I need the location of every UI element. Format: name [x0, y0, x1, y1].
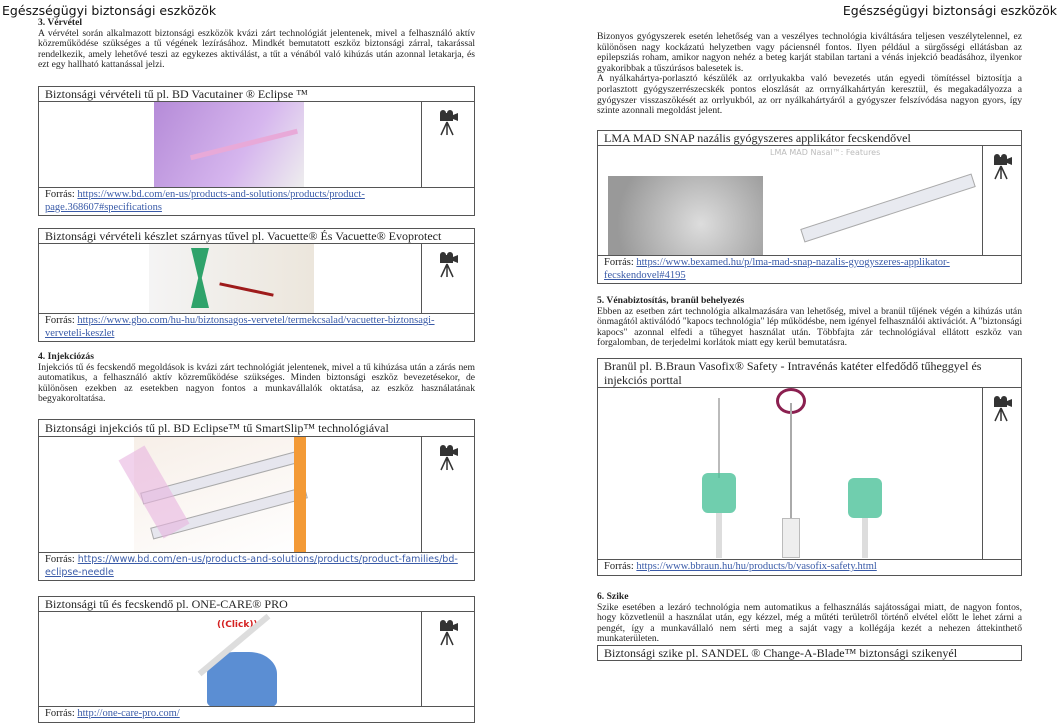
figure-source: Forrás: https://www.bbraun.hu/hu/product… [598, 560, 1021, 575]
video-camera-icon[interactable] [422, 102, 474, 187]
source-link[interactable]: https://www.bbraun.hu/hu/products/b/vaso… [636, 561, 877, 572]
figure-image [39, 244, 422, 313]
figure-title: Biztonsági tű és fecskendő pl. ONE-CARE®… [39, 597, 474, 612]
video-camera-icon[interactable] [422, 244, 474, 313]
figure-box-sandel: Biztonsági szike pl. SANDEL ® Change-A-B… [597, 645, 1022, 661]
figure-title: Biztonsági vérvételi készlet szárnyas tű… [39, 229, 474, 244]
page-header-left: Egészségügyi biztonsági eszközök [2, 3, 217, 18]
section-text: Szike esetében a lezáró technológia nem … [597, 601, 1022, 645]
figure-image: ((Click)) [39, 612, 422, 706]
video-camera-icon[interactable] [983, 388, 1021, 559]
source-label: Forrás: [45, 189, 75, 200]
section-branul: 5. Vénabiztosítás, branül behelyezés Ebb… [597, 295, 1022, 349]
source-label: Forrás: [45, 554, 75, 565]
image-caption-features: LMA MAD Nasal™: Features [770, 148, 881, 157]
image-caption-click: ((Click)) [217, 620, 258, 630]
figure-box-lma-mad: LMA MAD SNAP nazális gyógyszeres appliká… [597, 130, 1022, 284]
section-text: A nyálkahártya-porlasztó készülék az orr… [597, 73, 1022, 117]
section-vervetel: 3. Vérvétel A vérvétel során alkalmazott… [38, 17, 475, 71]
figure-source: Forrás: http://one-care-pro.com/ [39, 707, 474, 722]
figure-image [598, 388, 983, 559]
figure-source: Forrás: https://www.bd.com/en-us/product… [39, 188, 474, 215]
figure-image [39, 102, 422, 187]
figure-box-one-care-pro: Biztonsági tű és fecskendő pl. ONE-CARE®… [38, 596, 475, 723]
section-text: Ebben az esetben zárt technológia alkalm… [597, 305, 1022, 349]
figure-box-bd-vacutainer: Biztonsági vérvételi tű pl. BD Vacutaine… [38, 86, 475, 216]
figure-title: LMA MAD SNAP nazális gyógyszeres appliká… [598, 131, 1021, 146]
figure-box-bd-eclipse: Biztonsági injekciós tű pl. BD Eclipse™ … [38, 419, 475, 581]
figure-box-vacuette: Biztonsági vérvételi készlet szárnyas tű… [38, 228, 475, 342]
source-link[interactable]: https://www.gbo.com/hu-hu/biztonsagos-ve… [45, 315, 435, 339]
video-camera-icon[interactable] [422, 612, 474, 706]
figure-title: Biztonsági vérvételi tű pl. BD Vacutaine… [39, 87, 474, 102]
source-link[interactable]: https://www.bd.com/en-us/products-and-so… [45, 189, 365, 213]
section-text: Bizonyos gyógyszerek esetén lehetőség va… [597, 31, 1022, 74]
section-text: Injekciós tű és fecskendő megoldások is … [38, 361, 475, 405]
figure-box-vasofix: Branül pl. B.Braun Vasofix® Safety - Int… [597, 358, 1022, 576]
section-intro-right: Bizonyos gyógyszerek esetén lehetőség va… [597, 31, 1022, 117]
section-szike: 6. Szike Szike esetében a lezáró technol… [597, 591, 1022, 645]
video-camera-icon[interactable] [422, 437, 474, 552]
section-title: 4. Injekciózás [38, 351, 94, 362]
figure-title: Branül pl. B.Braun Vasofix® Safety - Int… [598, 359, 1021, 388]
figure-title: Biztonsági szike pl. SANDEL ® Change-A-B… [604, 646, 958, 660]
section-title: 6. Szike [597, 591, 629, 602]
source-link[interactable]: http://one-care-pro.com/ [77, 708, 180, 719]
figure-source: Forrás: https://www.gbo.com/hu-hu/bizton… [39, 314, 474, 341]
figure-title: Biztonsági injekciós tű pl. BD Eclipse™ … [39, 420, 474, 437]
section-text: A vérvétel során alkalmazott biztonsági … [38, 27, 475, 71]
figure-image [39, 437, 422, 552]
section-injekciozas: 4. Injekciózás Injekciós tű és fecskendő… [38, 351, 475, 405]
source-label: Forrás: [45, 315, 75, 326]
figure-image: LMA MAD Nasal™: Features [598, 146, 983, 255]
source-label: Forrás: [45, 708, 75, 719]
source-link[interactable]: https://www.bd.com/en-us/products-and-so… [45, 554, 458, 578]
source-label: Forrás: [604, 561, 634, 572]
source-link[interactable]: https://www.bexamed.hu/p/lma-mad-snap-na… [604, 257, 950, 281]
section-title: 5. Vénabiztosítás, branül behelyezés [597, 295, 745, 306]
page-header-right: Egészségügyi biztonsági eszközök [842, 3, 1057, 18]
section-title: 3. Vérvétel [38, 17, 83, 28]
figure-source: Forrás: https://www.bexamed.hu/p/lma-mad… [598, 256, 1021, 283]
source-label: Forrás: [604, 257, 634, 268]
figure-source: Forrás: https://www.bd.com/en-us/product… [39, 553, 474, 580]
video-camera-icon[interactable] [983, 146, 1021, 255]
